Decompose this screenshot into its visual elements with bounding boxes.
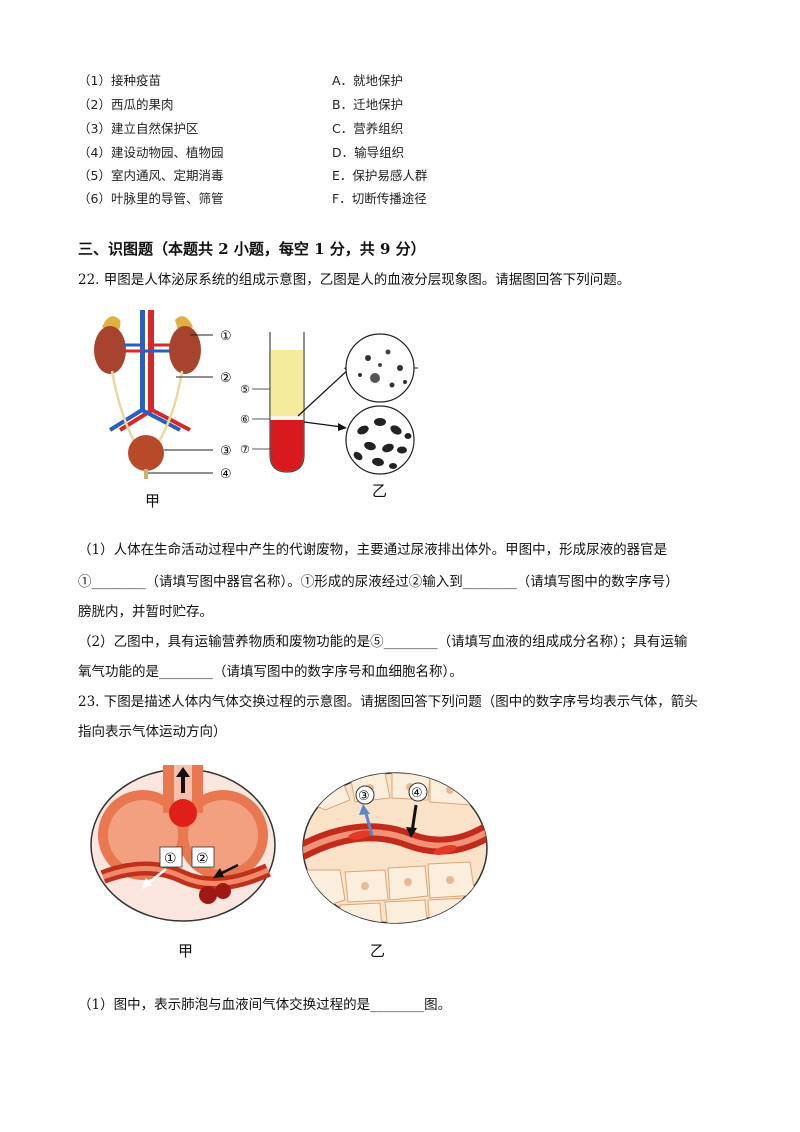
matching-row: （6）叶脉里的导管、筛管 F．切断传播途径	[0, 188, 800, 210]
matching-left: （4）建设动物园、植物园	[78, 145, 224, 160]
q22-p1-line2: ①________（请填写图中器官名称）。①形成的尿液经过②输入到_______…	[78, 574, 679, 590]
q22-p1-line3: 膀胱内，并暂时贮存。	[78, 604, 213, 620]
marker-2: ②	[196, 851, 209, 867]
q22-stem: 22. 甲图是人体泌尿系统的组成示意图，乙图是人的血液分层现象图。请据图回答下列…	[78, 272, 631, 288]
marker-4: ④	[220, 467, 232, 482]
red-blood-cells-view	[345, 405, 415, 475]
marker-3: ③	[358, 789, 370, 804]
white-cell-layer	[270, 416, 304, 420]
marker-1: ①	[220, 329, 232, 344]
marker-1: ①	[164, 851, 177, 867]
white-cells-platelets-view	[345, 333, 415, 403]
vena-cava	[140, 310, 145, 410]
matching-left: （1）接种疫苗	[78, 73, 161, 88]
matching-right: A．就地保护	[332, 73, 404, 88]
matching-row: （4）建设动物园、植物园 D．输导组织	[0, 142, 800, 164]
marker-4: ④	[411, 786, 423, 801]
aorta	[148, 310, 154, 410]
kidney-left	[94, 326, 126, 374]
matching-left: （2）西瓜的果肉	[78, 97, 174, 112]
matching-row: （5）室内通风、定期消毒 E．保护易感人群	[0, 165, 800, 187]
q22-fig-jia-label: 甲	[145, 492, 161, 510]
matching-right: E．保护易感人群	[332, 168, 428, 183]
marker-2: ②	[220, 371, 232, 386]
marker-6: ⑥	[240, 413, 250, 426]
q22-p2-line2: 氧气功能的是________（请填写图中的数字序号和血细胞名称）。	[78, 664, 463, 680]
q22-p2-line1: （2）乙图中，具有运输营养物质和废物功能的是⑤________（请填写血液的组成…	[78, 634, 688, 650]
marker-7: ⑦	[240, 443, 250, 456]
alveoli-gas-exchange-figure: ① ②	[90, 765, 276, 922]
bladder	[128, 435, 164, 471]
ureter-left	[110, 370, 137, 444]
q22-fig-yi-label: 乙	[372, 482, 388, 500]
matching-row: （3）建立自然保护区 C．营养组织	[0, 118, 800, 140]
q23-fig-yi-label: 乙	[370, 942, 386, 960]
marker-3: ③	[220, 444, 232, 459]
matching-right: F．切断传播途径	[332, 191, 427, 206]
q23-fig-jia-label: 甲	[178, 942, 194, 960]
q22-p1-line1: （1）人体在生命活动过程中产生的代谢废物，主要通过尿液排出体外。甲图中，形成尿液…	[78, 542, 668, 558]
plasma-layer	[270, 350, 304, 418]
tissue-gas-exchange-figure: ③ ④	[302, 772, 488, 924]
urinary-system-figure: ① ② ③ ④	[94, 310, 232, 482]
q23-stem-line1: 23. 下图是描述人体内气体交换过程的示意图。请据图回答下列问题（图中的数字序号…	[78, 694, 698, 710]
matching-left: （6）叶脉里的导管、筛管	[78, 191, 224, 206]
matching-left: （5）室内通风、定期消毒	[78, 168, 224, 183]
ureter-right	[156, 370, 184, 444]
q23-stem-line2: 指向表示气体运动方向）	[78, 724, 227, 740]
section-title: 三、识图题（本题共 2 小题，每空 1 分，共 9 分）	[78, 240, 426, 258]
matching-left: （3）建立自然保护区	[78, 121, 199, 136]
q23-p1: （1）图中，表示肺泡与血液间气体交换过程的是________图。	[78, 997, 452, 1013]
marker-5: ⑤	[240, 383, 250, 396]
matching-row: （1）接种疫苗 A．就地保护	[0, 70, 800, 92]
matching-right: D．输导组织	[332, 145, 405, 160]
matching-row: （2）西瓜的果肉 B．迁地保护	[0, 94, 800, 116]
kidney-right	[169, 326, 201, 374]
red-cell-layer	[270, 420, 304, 472]
blood-layering-figure: ⑤ ⑥ ⑦	[240, 332, 418, 475]
matching-right: B．迁地保护	[332, 97, 404, 112]
matching-right: C．营养组织	[332, 121, 404, 136]
